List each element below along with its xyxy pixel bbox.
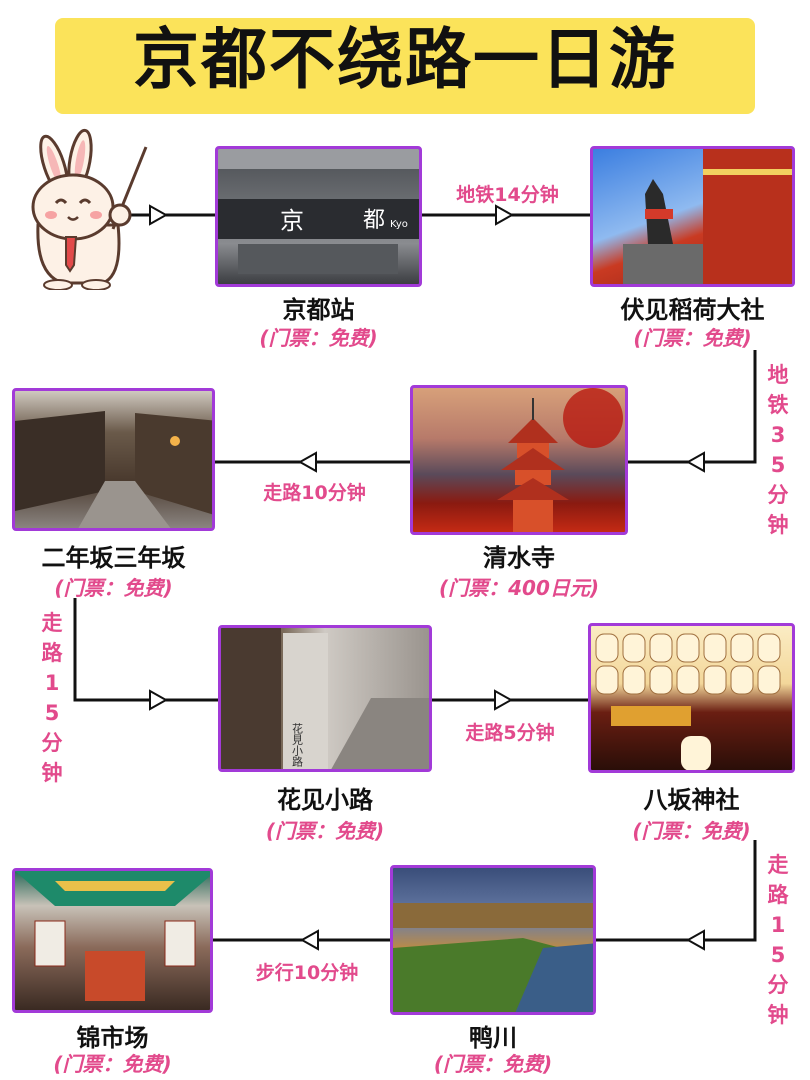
pagoda-icon	[497, 388, 623, 532]
route-label-1: 地铁14分钟	[456, 184, 559, 206]
ticket-kamogawa: (门票：免费)	[433, 1052, 553, 1076]
bunny-mascot-icon	[31, 128, 148, 290]
station-sign-icon: 京 都 Kyo	[218, 149, 419, 274]
stop-name-yasaka-shrine: 八坂神社	[643, 786, 740, 814]
old-street-icon	[15, 411, 212, 528]
market-arcade-icon	[15, 871, 210, 1001]
route-label-4: 走路15分钟	[41, 611, 63, 785]
sign-left-char: 京	[280, 207, 304, 235]
photo-fushimi-inari	[590, 146, 795, 287]
ticket-kyoto-station: (门票：免费)	[259, 326, 378, 350]
photo-kiyomizu	[410, 385, 628, 535]
stop-name-kamogawa: 鸭川	[469, 1024, 517, 1052]
stone-marker-icon: 花見小路	[221, 628, 429, 769]
route-label-5: 走路5分钟	[465, 722, 555, 744]
route-label-3: 走路10分钟	[263, 482, 366, 504]
page-title: 京都不绕路一日游	[133, 21, 677, 98]
ticket-nishiki-market: (门票：免费)	[53, 1052, 172, 1076]
route-label-2: 地铁35分钟	[767, 363, 789, 537]
photo-yasaka-shrine	[588, 623, 795, 773]
stop-name-kyoto-station: 京都站	[282, 296, 355, 324]
route-label-6: 走路15分钟	[767, 853, 789, 1027]
ticket-fushimi-inari: (门票：免费)	[633, 326, 752, 350]
ticket-ninenzaka: (门票：免费)	[54, 576, 173, 600]
ticket-yasaka-shrine: (门票：免费)	[632, 819, 751, 843]
photo-kamogawa	[390, 865, 596, 1015]
route-label-7: 步行10分钟	[255, 962, 359, 984]
photo-kyoto-station: 京 都 Kyo	[215, 146, 422, 287]
photo-hanamikoji: 花見小路	[218, 625, 432, 772]
stop-name-kiyomizu: 清水寺	[483, 544, 555, 572]
stop-name-fushimi-inari: 伏见稻荷大社	[620, 296, 765, 324]
ticket-kiyomizu: (门票：400日元)	[438, 576, 600, 600]
lanterns-icon	[595, 633, 781, 770]
sign-right-char: 都	[363, 208, 385, 233]
photo-ninenzaka	[12, 388, 215, 531]
photo-nishiki-market	[12, 868, 213, 1013]
stop-name-hanamikoji: 花见小路	[277, 786, 373, 814]
ticket-hanamikoji: (门票：免费)	[265, 819, 385, 843]
title-banner	[55, 18, 755, 114]
river-icon	[393, 903, 593, 1012]
sign-small-text: Kyo	[390, 219, 408, 230]
stop-name-nishiki-market: 锦市场	[76, 1024, 149, 1052]
fox-statue-icon	[623, 149, 792, 284]
stone-marker-text: 花見小路	[291, 723, 304, 768]
stop-name-ninenzaka: 二年坂三年坂	[41, 544, 186, 572]
